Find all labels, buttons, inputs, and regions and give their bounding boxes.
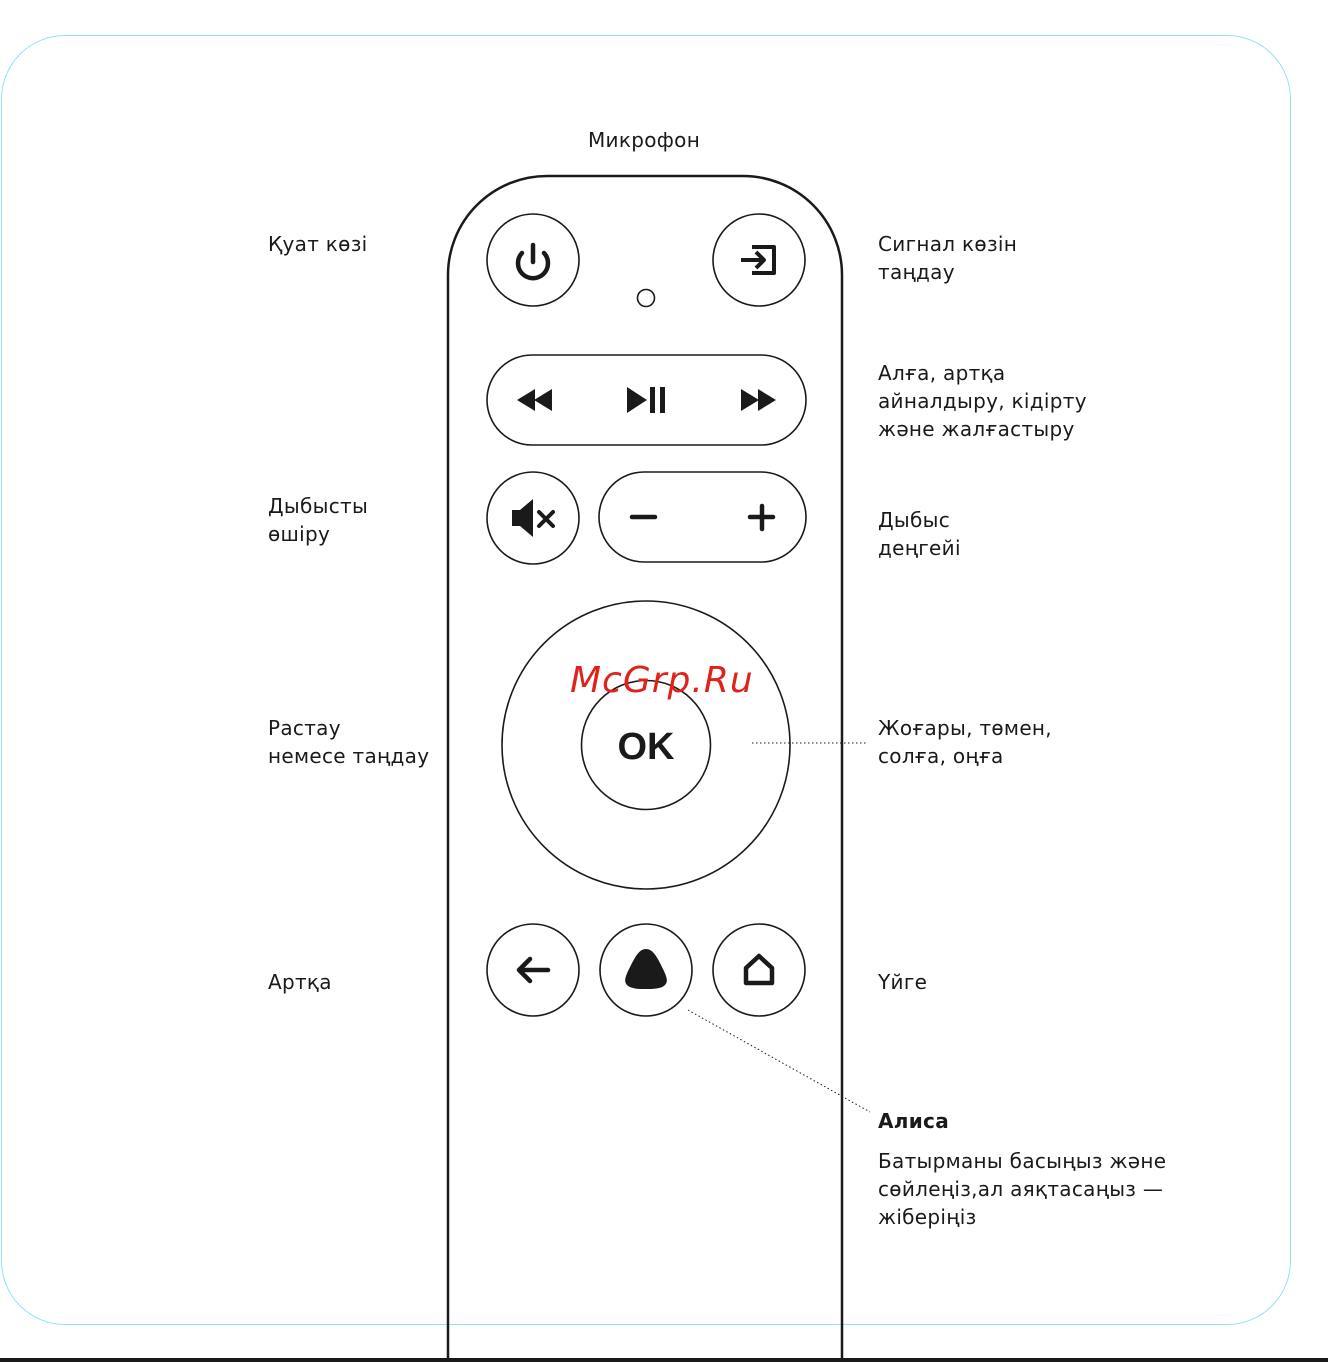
input-source-button[interactable]	[713, 214, 805, 306]
label-confirm: Растау немесе таңдау	[268, 714, 429, 770]
label-alice-title: Алиса	[878, 1107, 949, 1135]
ok-label: OK	[618, 726, 676, 768]
label-volume: Дыбыс деңгейі	[878, 506, 961, 562]
volume-rocker	[599, 472, 806, 562]
mute-button[interactable]	[487, 472, 579, 564]
home-button[interactable]	[713, 924, 805, 1016]
label-microphone: Микрофон	[588, 126, 700, 154]
playback-bar	[487, 355, 806, 445]
label-navigation: Жоғары, төмен, солға, оңға	[878, 714, 1052, 770]
label-source-select: Сигнал көзін таңдау	[878, 230, 1017, 286]
alice-button[interactable]	[600, 924, 692, 1016]
label-power: Қуат көзі	[268, 230, 368, 258]
label-alice-description: Батырманы басыңыз және сөйлеңіз,ал аяқта…	[878, 1147, 1166, 1231]
back-button[interactable]	[487, 924, 579, 1016]
power-button[interactable]	[487, 214, 579, 306]
label-mute: Дыбысты өшіру	[268, 492, 368, 548]
watermark: McGrp.Ru	[570, 660, 754, 701]
label-back: Артқа	[268, 968, 332, 996]
label-home: Үйге	[878, 968, 927, 996]
label-playback: Алға, артқа айналдыру, кідірту және жалғ…	[878, 359, 1087, 443]
microphone-hole	[638, 290, 655, 307]
